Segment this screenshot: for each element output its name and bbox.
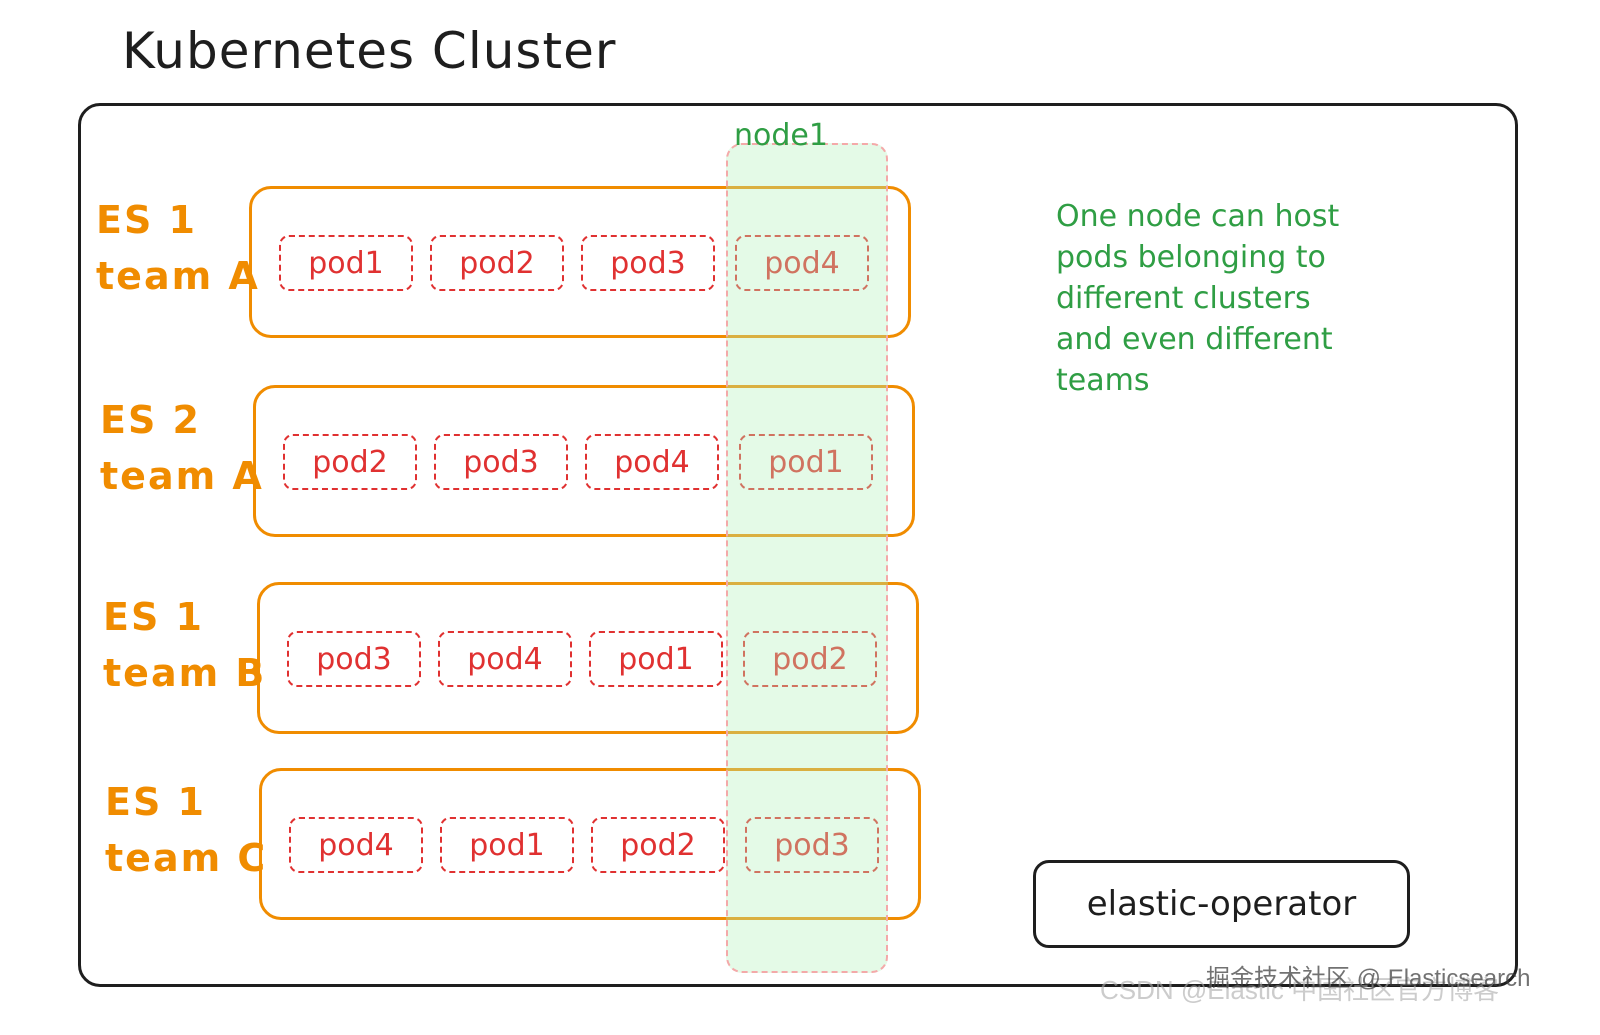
es-group-box-2: pod2 pod3 pod4 pod1 — [253, 385, 915, 537]
pod-box: pod2 — [430, 235, 564, 291]
es-team-name: team B — [103, 651, 267, 695]
pod-box: pod4 — [438, 631, 572, 687]
es-group-box-3: pod3 pod4 pod1 pod2 — [257, 582, 919, 734]
pod-box: pod2 — [283, 434, 417, 490]
node-hosting-note: One node can host pods belonging to diff… — [1056, 196, 1386, 401]
node1-label: node1 — [734, 118, 828, 153]
pod-box: pod2 — [743, 631, 877, 687]
es-cluster-name: ES 1 — [103, 595, 204, 639]
es-cluster-name: ES 1 — [105, 780, 206, 824]
es-cluster-name: ES 1 — [96, 198, 197, 242]
pod-box: pod2 — [591, 817, 725, 873]
pod-box: pod4 — [585, 434, 719, 490]
note-line: different clusters — [1056, 281, 1311, 316]
es-team-name: team C — [105, 836, 268, 880]
note-line: pods belonging to — [1056, 240, 1326, 275]
es-group-label-1: ES 1 team A — [96, 192, 260, 304]
pod-box: pod1 — [589, 631, 723, 687]
pod-box: pod1 — [739, 434, 873, 490]
pod-box: pod4 — [289, 817, 423, 873]
es-group-label-2: ES 2 team A — [100, 392, 264, 504]
diagram-title: Kubernetes Cluster — [122, 22, 617, 80]
elastic-operator-box: elastic-operator — [1033, 860, 1410, 948]
es-group-box-1: pod1 pod2 pod3 pod4 — [249, 186, 911, 338]
es-team-name: team A — [100, 454, 264, 498]
watermark-primary: 掘金技术社区 @ Elasticsearch — [1206, 965, 1531, 992]
note-line: teams — [1056, 363, 1150, 398]
watermark-secondary: CSDN @Elastic 中国社区官方博客 — [1100, 975, 1500, 1005]
es-group-label-4: ES 1 team C — [105, 774, 267, 886]
pod-box: pod1 — [440, 817, 574, 873]
note-line: One node can host — [1056, 199, 1340, 234]
note-line: and even different — [1056, 322, 1333, 357]
pod-box: pod3 — [745, 817, 879, 873]
pod-box: pod3 — [581, 235, 715, 291]
es-group-label-3: ES 1 team B — [103, 589, 266, 701]
es-cluster-name: ES 2 — [100, 398, 201, 442]
pod-box: pod4 — [735, 235, 869, 291]
pod-box: pod3 — [287, 631, 421, 687]
es-group-box-4: pod4 pod1 pod2 pod3 — [259, 768, 921, 920]
kubernetes-cluster-box — [78, 103, 1518, 987]
es-team-name: team A — [96, 254, 260, 298]
pod-box: pod1 — [279, 235, 413, 291]
pod-box: pod3 — [434, 434, 568, 490]
